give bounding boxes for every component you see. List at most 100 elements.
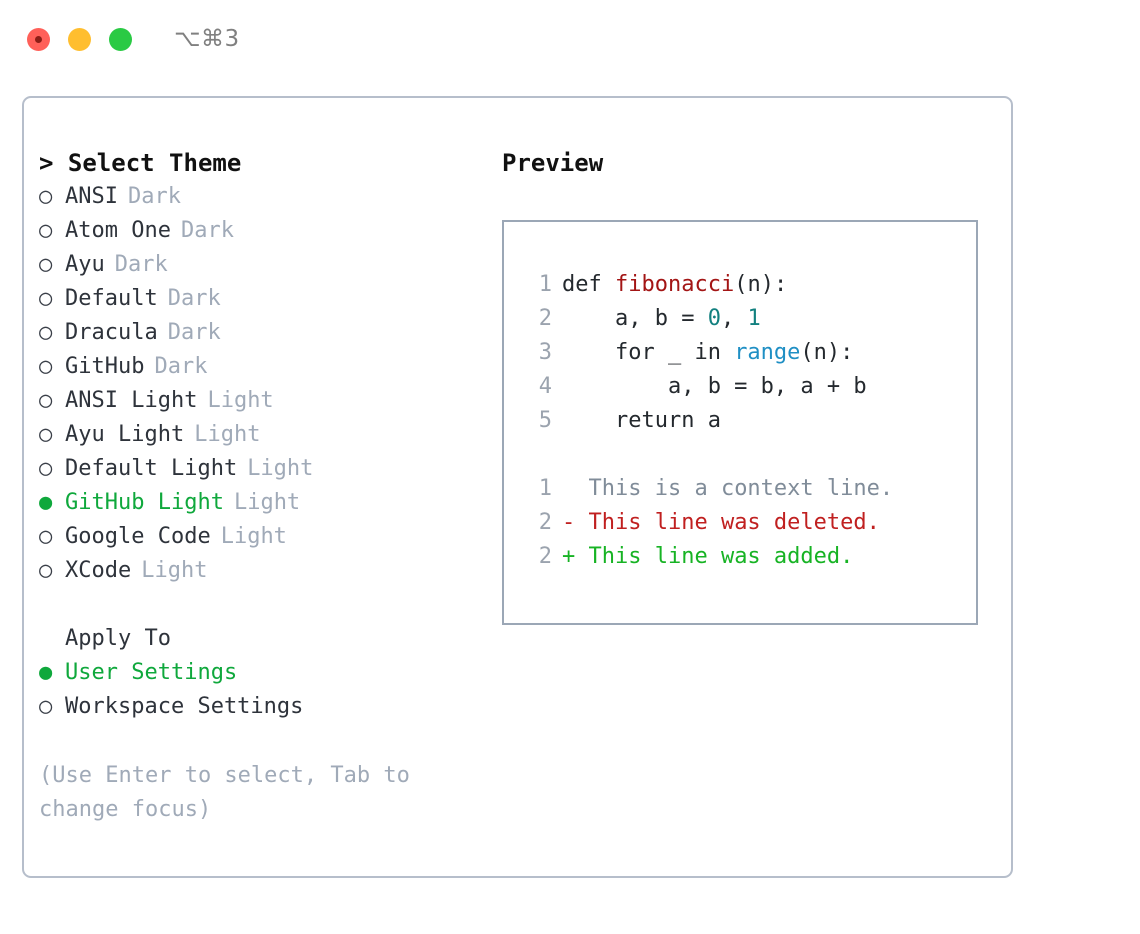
theme-option-default[interactable]: ○ Default Dark (39, 282, 489, 316)
diff-text: This is a context line. (575, 476, 894, 501)
line-number: 1 (538, 476, 552, 501)
theme-option-dracula[interactable]: ○ Dracula Dark (39, 316, 489, 350)
code-line: 2 a, b = 0, 1 (526, 302, 976, 336)
theme-option-label: ANSI (65, 184, 118, 209)
apply-to-option-label: User Settings (65, 660, 238, 685)
diff-line-deleted: 2- This line was deleted. (526, 506, 976, 540)
code-token-fn: fibonacci (614, 272, 735, 297)
apply-to-option-label: Workspace Settings (65, 694, 304, 719)
code-line: 4 a, b = b, a + b (526, 370, 976, 404)
theme-option-tag: Dark (167, 286, 221, 311)
code-line: 3 for _ in range(n): (526, 336, 976, 370)
theme-option-default-light[interactable]: ○ Default Light Light (39, 452, 489, 486)
theme-option-tag: Light (220, 524, 287, 549)
radio-unselected-icon: ○ (39, 524, 53, 549)
theme-option-google-code[interactable]: ○ Google Code Light (39, 520, 489, 554)
radio-unselected-icon: ○ (39, 184, 53, 209)
preview-title: Preview (502, 149, 604, 177)
radio-selected-icon: ● (39, 660, 53, 685)
line-number: 4 (538, 374, 552, 399)
theme-option-label: Ayu (65, 252, 105, 277)
maximize-button[interactable] (109, 27, 132, 51)
code-token-plain: a, b = b, a + b (562, 374, 867, 399)
radio-unselected-icon: ○ (39, 694, 53, 719)
code-token-plain: (n): (800, 340, 854, 365)
theme-option-tag: Light (233, 490, 301, 515)
line-number: 2 (538, 544, 552, 569)
radio-selected-icon: ● (39, 490, 53, 515)
code-token-plain: def (562, 272, 615, 297)
minimize-button[interactable] (68, 27, 91, 51)
code-token-call: range (734, 340, 801, 365)
theme-option-label: ANSI Light (65, 388, 198, 413)
theme-option-label: Atom One (65, 218, 171, 243)
theme-option-tag: Light (194, 422, 261, 447)
radio-unselected-icon: ○ (39, 354, 53, 379)
code-token-plain: (n): (734, 272, 788, 297)
apply-to-section: Apply To ● User Settings ○ Workspace Settin… (39, 622, 489, 724)
code-token-plain: , (720, 306, 748, 331)
theme-option-label: GitHub Light (65, 490, 224, 515)
apply-to-option-workspace-settings[interactable]: ○ Workspace Settings (39, 690, 489, 724)
code-token-plain: return a (562, 408, 721, 433)
theme-option-xcode[interactable]: ○ XCode Light (39, 554, 489, 588)
theme-option-label: Default Light (65, 456, 238, 481)
theme-option-label: Dracula (65, 320, 158, 345)
theme-option-atom-one[interactable]: ○ Atom One Dark (39, 214, 489, 248)
theme-option-label: Ayu Light (65, 422, 185, 447)
theme-option-tag: Dark (114, 252, 168, 277)
radio-unselected-icon: ○ (39, 388, 53, 413)
close-button[interactable] (27, 27, 50, 51)
code-token-plain: a, b = (562, 306, 708, 331)
radio-unselected-icon: ○ (39, 218, 53, 243)
theme-option-github[interactable]: ○ GitHub Dark (39, 350, 489, 384)
code-token-num: 1 (747, 306, 761, 331)
keyboard-hint-text: (Use Enter to select, Tab to change focu… (39, 763, 424, 822)
code-line: 5 return a (526, 404, 976, 438)
preview-spacer (526, 438, 976, 472)
code-token-num: 0 (707, 306, 721, 331)
diff-line-added: 2 + This line was added. (526, 540, 976, 574)
diff-line-context: 1 This is a context line. (526, 472, 976, 506)
theme-option-tag: Dark (167, 320, 221, 345)
radio-unselected-icon: ○ (39, 286, 53, 311)
theme-option-github-light[interactable]: ● GitHub Light Light (39, 486, 489, 520)
traffic-lights (27, 27, 132, 51)
theme-option-label: Default (65, 286, 158, 311)
apply-to-title: Apply To (65, 626, 171, 651)
theme-option-label: Google Code (65, 524, 211, 549)
theme-option-tag: Light (141, 558, 208, 583)
radio-unselected-icon: ○ (39, 320, 53, 345)
theme-option-tag: Light (247, 456, 314, 481)
theme-option-tag: Dark (180, 218, 234, 243)
diff-marker: + (562, 544, 576, 569)
line-number: 5 (538, 408, 552, 433)
diff-text: This line was added. (575, 544, 854, 569)
window-titlebar: ⌥⌘3 (0, 0, 1140, 78)
theme-option-label: XCode (65, 558, 132, 583)
diff-text: This line was deleted. (575, 510, 880, 535)
theme-option-label: GitHub (65, 354, 145, 379)
code-token-plain: for _ in (562, 340, 735, 365)
diff-marker: - (562, 510, 576, 535)
theme-option-tag: Dark (154, 354, 208, 379)
line-number: 2 (538, 306, 552, 331)
apply-to-list[interactable]: ● User Settings ○ Workspace Settings (39, 656, 489, 724)
keyboard-shortcut-label: ⌥⌘3 (174, 26, 240, 52)
radio-unselected-icon: ○ (39, 558, 53, 583)
radio-unselected-icon: ○ (39, 456, 53, 481)
apply-to-option-user-settings[interactable]: ● User Settings (39, 656, 489, 690)
diff-marker (562, 472, 575, 506)
diff-sample: 1 This is a context line.2- This line wa… (526, 472, 976, 574)
